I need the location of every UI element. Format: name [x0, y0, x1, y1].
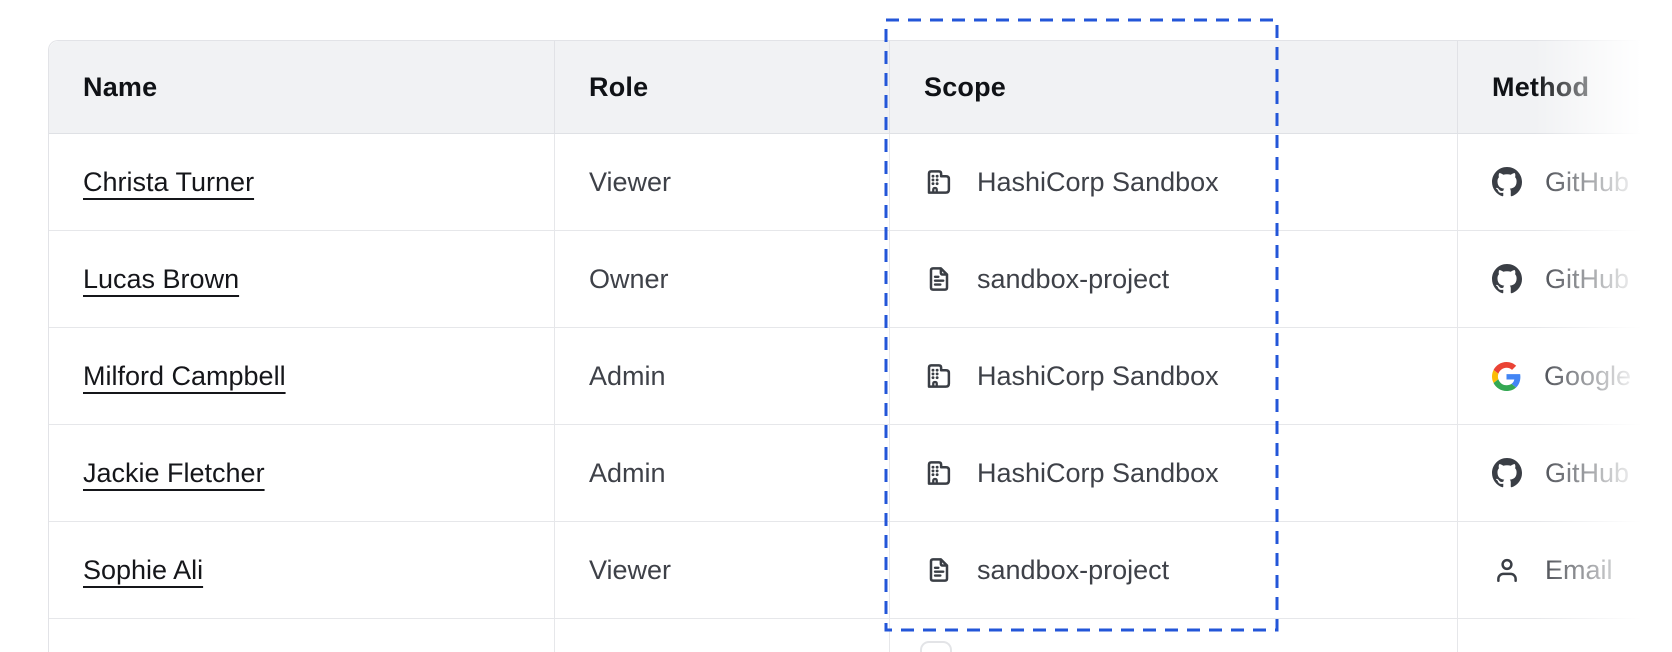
method-value: GitHub	[1545, 263, 1630, 294]
table-row: Lucas Brown Owner sandbox-project GitHub	[49, 231, 1672, 328]
member-name-link[interactable]: Lucas Brown	[83, 263, 240, 294]
scope-value: HashiCorp Sandbox	[977, 166, 1219, 197]
scope-value: sandbox-project	[977, 554, 1170, 585]
scope-value: HashiCorp Sandbox	[977, 457, 1219, 488]
file-icon	[924, 264, 954, 294]
table-row: Milford Campbell Admin HashiCorp Sandbox…	[49, 328, 1672, 425]
column-header-name: Name	[83, 71, 158, 102]
role-value: Viewer	[589, 554, 672, 585]
column-header-scope: Scope	[889, 41, 1457, 133]
table-row: Sophie Ali Viewer sandbox-project Email	[49, 522, 1672, 619]
table-row: Christa Turner Viewer HashiCorp Sandbox …	[49, 134, 1672, 231]
github-icon	[1492, 458, 1522, 488]
column-header-method: Method	[1457, 41, 1672, 133]
table-header-row: Name Role Scope Method	[49, 41, 1672, 134]
github-icon	[1492, 167, 1522, 197]
person-icon	[1492, 555, 1522, 585]
github-icon	[1492, 264, 1522, 294]
role-value: Owner	[589, 263, 669, 294]
table-body: Christa Turner Viewer HashiCorp Sandbox …	[49, 134, 1672, 619]
google-icon	[1492, 361, 1521, 391]
method-value: GitHub	[1545, 457, 1630, 488]
method-value: GitHub	[1545, 166, 1630, 197]
member-name-link[interactable]: Sophie Ali	[83, 554, 204, 585]
member-name-link[interactable]: Milford Campbell	[83, 360, 286, 391]
role-value: Viewer	[589, 166, 672, 197]
next-row-icon-sliver	[920, 641, 952, 652]
building-icon	[924, 361, 954, 391]
scope-value: HashiCorp Sandbox	[977, 360, 1219, 391]
member-name-link[interactable]: Jackie Fletcher	[83, 457, 265, 488]
role-value: Admin	[589, 457, 666, 488]
method-value: Google	[1544, 360, 1632, 391]
file-icon	[924, 555, 954, 585]
member-name-link[interactable]: Christa Turner	[83, 166, 255, 197]
method-value: Email	[1545, 554, 1613, 585]
table-row-partial	[49, 619, 1672, 652]
column-header-role: Role	[554, 41, 889, 133]
table-row: Jackie Fletcher Admin HashiCorp Sandbox …	[49, 425, 1672, 522]
scope-value: sandbox-project	[977, 263, 1170, 294]
members-table: Name Role Scope Method Christa Turner Vi…	[48, 40, 1672, 652]
role-value: Admin	[589, 360, 666, 391]
building-icon	[924, 458, 954, 488]
building-icon	[924, 167, 954, 197]
